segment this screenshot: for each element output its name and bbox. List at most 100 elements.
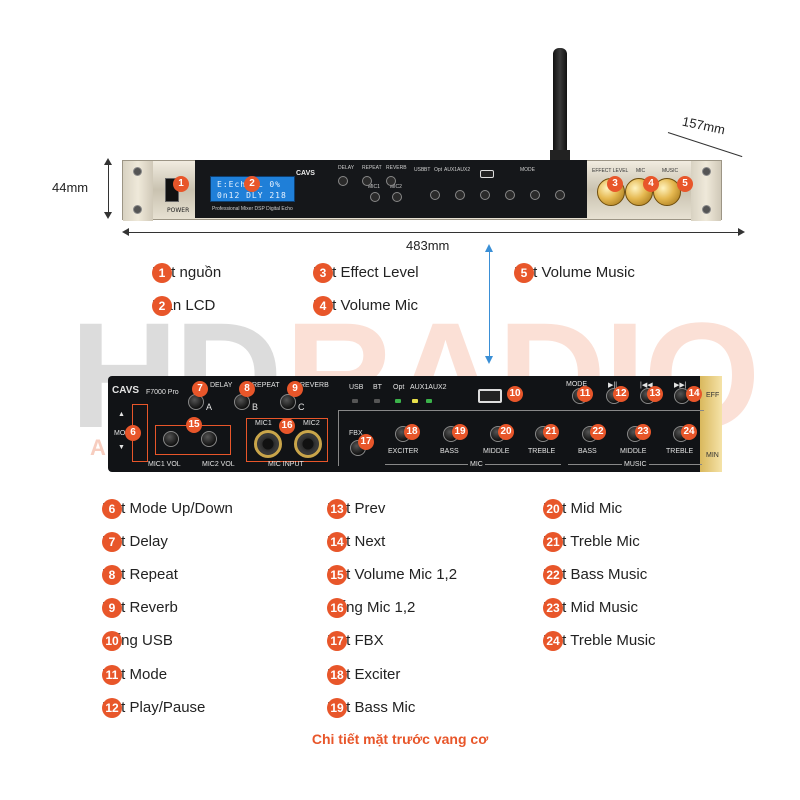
reverb-knob[interactable] (386, 176, 396, 186)
legend-text: Nút Treble Music (543, 632, 656, 649)
legend-text: Nút Volume Music (514, 264, 635, 281)
treble-knob[interactable] (505, 190, 515, 200)
legend-text: Nút Volume Mic (313, 297, 419, 314)
callout-badge: 5 (677, 176, 693, 192)
zoom-label-music-group: MUSIC (622, 461, 649, 468)
zoom-gold-edge (700, 376, 722, 472)
callout-badge: 6 (125, 425, 141, 441)
mic2-jack[interactable] (392, 192, 402, 202)
mount-hole (133, 167, 142, 176)
legend-badge: 2 (152, 295, 172, 316)
mic1-jack[interactable] (254, 430, 282, 458)
zoom-label-middle-music: MIDDLE (620, 448, 647, 455)
zoom-label-opt: Opt (393, 384, 405, 391)
height-dimension: 44mm (52, 180, 89, 195)
callout-badge: 13 (647, 386, 663, 402)
legend-item: 1 Nút nguồn (152, 262, 221, 283)
zoom-label-treble-music: TREBLE (666, 448, 694, 455)
repeat-knob[interactable] (362, 176, 372, 186)
depth-dimension: 157mm (680, 113, 727, 138)
legend-text: Nút Mid Mic (543, 500, 623, 517)
antenna-base (550, 150, 570, 162)
callout-badge: 15 (186, 417, 202, 433)
device-usb-port[interactable] (480, 170, 494, 178)
zoom-label-mic1: MIC1 (255, 420, 272, 427)
legend-item: 3 Nút Effect Level (313, 262, 419, 283)
legend-item: 2 Màn LCD (152, 295, 215, 316)
callout-badge: 16 (279, 418, 295, 434)
lcd-line-2: 0n12 DLY 218 (217, 191, 287, 200)
mic2-volume-knob[interactable] (201, 431, 217, 447)
legend-badge: 14 (327, 531, 347, 552)
device-label-effect-level: EFFECT LEVEL (592, 168, 629, 174)
music-bass-knob[interactable] (530, 190, 540, 200)
zoom-label-middle: MIDDLE (483, 448, 510, 455)
legend-item: 4 Nút Volume Mic (313, 295, 419, 316)
callout-badge: 10 (507, 386, 523, 402)
callout-badge: 22 (590, 424, 606, 440)
callout-badge: 12 (613, 386, 629, 402)
callout-badge: 14 (686, 386, 702, 402)
music-treble-knob[interactable] (555, 190, 565, 200)
legend-badge: 16 (327, 597, 347, 618)
zoom-label-c: C (298, 402, 305, 412)
next-icon: ▶▶| (674, 382, 687, 389)
legend-badge: 19 (327, 697, 347, 718)
zoom-reverb-knob[interactable] (280, 394, 296, 410)
prev-icon: |◀◀ (640, 382, 653, 389)
mode-up-icon[interactable]: ▲ (118, 411, 125, 418)
zoom-label-aux: AUX1AUX2 (410, 384, 447, 391)
device-label-mic2: MIC2 (390, 184, 402, 190)
aux2-led (426, 399, 432, 403)
device-tagline: Professional Mixer DSP Digital Echo (212, 206, 293, 212)
callout-badge: 8 (239, 381, 255, 397)
mount-hole (702, 205, 711, 214)
legend-badge: 15 (327, 564, 347, 585)
legend-badge: 8 (102, 564, 122, 585)
legend-text: Nút Play/Pause (102, 699, 206, 716)
zoom-label-fbx: FBX (349, 430, 363, 437)
bass-knob[interactable] (455, 190, 465, 200)
middle-knob[interactable] (480, 190, 490, 200)
callout-badge: 24 (681, 424, 697, 440)
mode-down-icon[interactable]: ▼ (118, 444, 125, 451)
mic1-jack[interactable] (370, 192, 380, 202)
callout-badge: 9 (287, 381, 303, 397)
exciter-knob[interactable] (430, 190, 440, 200)
callout-badge: 4 (643, 176, 659, 192)
arrow-down-icon (485, 356, 493, 364)
aux1-led (412, 399, 418, 403)
zoom-label-reverb: REVERB (300, 382, 329, 389)
opt-led (395, 399, 401, 403)
callout-badge: 2 (244, 176, 260, 192)
delay-knob[interactable] (338, 176, 348, 186)
callout-badge: 20 (498, 424, 514, 440)
legend-badge: 9 (102, 597, 122, 618)
mic2-jack[interactable] (294, 430, 322, 458)
arrow-right-icon (738, 228, 745, 236)
legend-badge: 11 (102, 664, 122, 685)
zoom-label-bass-music: BASS (578, 448, 597, 455)
legend-badge: 1 (152, 262, 172, 283)
legend-text: Nút Volume Mic 1,2 (327, 566, 458, 583)
mic1-volume-knob[interactable] (163, 431, 179, 447)
legend-badge: 21 (543, 531, 563, 552)
usb-port[interactable] (478, 389, 502, 403)
legend-text: Nút Bass Music (543, 566, 648, 583)
zoom-indicator-line (489, 252, 490, 358)
legend-badge: 20 (543, 498, 563, 519)
callout-badge: 17 (358, 434, 374, 450)
callout-badge: 11 (577, 386, 593, 402)
legend-text: Cổng Mic 1,2 (327, 599, 416, 616)
depth-dimension-line (667, 132, 743, 158)
